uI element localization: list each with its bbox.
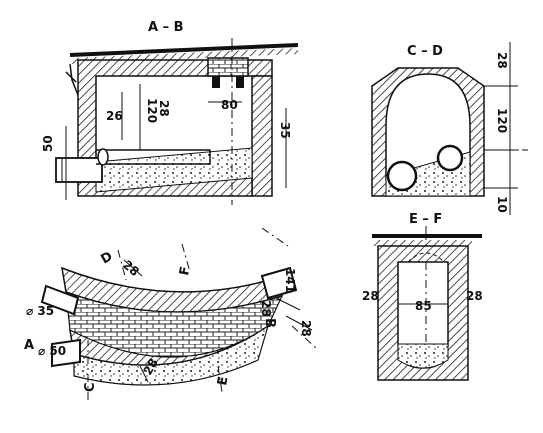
dim-ef-28-left: 28 [362, 289, 379, 303]
dim-plan-28b: 28 [259, 300, 273, 317]
ef-inner-shaft [407, 252, 445, 263]
marker-a: A [24, 338, 34, 353]
plan-section-lines [87, 227, 317, 400]
plan-pipe-inlet-50 [51, 338, 81, 368]
section-cd-title: C – D [407, 44, 443, 59]
plan-dimension-lines [123, 259, 313, 383]
dim-ab-35: 35 [278, 122, 292, 139]
dim-plan-141: 141 [283, 268, 297, 293]
dim-plan-28c: 28 [299, 320, 313, 337]
cd-masonry [371, 67, 485, 197]
section-ab: A – B 26 [41, 20, 299, 205]
cd-pipe-right [436, 144, 464, 172]
dim-ab-26: 26 [106, 109, 123, 123]
dim-ab-28: 28 [157, 100, 171, 117]
inlet-pipe [55, 148, 211, 183]
dim-plan-28a: 28 [120, 258, 142, 279]
dim-ab-80: 80 [221, 98, 238, 112]
ef-channel [397, 343, 449, 369]
section-ab-title: A – B [148, 20, 184, 35]
marker-c: C [83, 382, 98, 392]
section-ef: E – F 28 28 85 [362, 212, 483, 381]
manhole-frame [207, 57, 249, 88]
plan-pipe-outlet [260, 266, 298, 300]
cd-dimension-lines [484, 42, 530, 215]
pipe-label-50: ⌀ 50 [38, 344, 66, 358]
marker-e: E [215, 375, 231, 386]
plan-view: 28 141 28 28 28 ⌀ 35 ⌀ 50 A B C D E F [24, 227, 317, 400]
dim-cd-28: 28 [495, 52, 509, 69]
section-ef-title: E – F [409, 212, 442, 227]
section-cd: C – D 28 120 10 [371, 42, 530, 215]
cd-pipe-left [386, 160, 418, 192]
dim-cd-120: 120 [495, 108, 509, 133]
dimension-lines [65, 84, 287, 200]
dim-cd-10: 10 [495, 196, 509, 213]
dim-ef-85: 85 [415, 299, 432, 313]
marker-f: F [177, 265, 193, 276]
marker-b: B [262, 318, 277, 328]
pipe-label-35: ⌀ 35 [26, 304, 54, 318]
plan-pipe-inlet-35 [40, 284, 80, 316]
marker-d: D [99, 249, 116, 267]
dim-ab-50: 50 [41, 135, 55, 152]
dim-ab-120: 120 [145, 98, 159, 123]
plan-base [73, 324, 270, 386]
dim-ef-28-right: 28 [466, 289, 483, 303]
